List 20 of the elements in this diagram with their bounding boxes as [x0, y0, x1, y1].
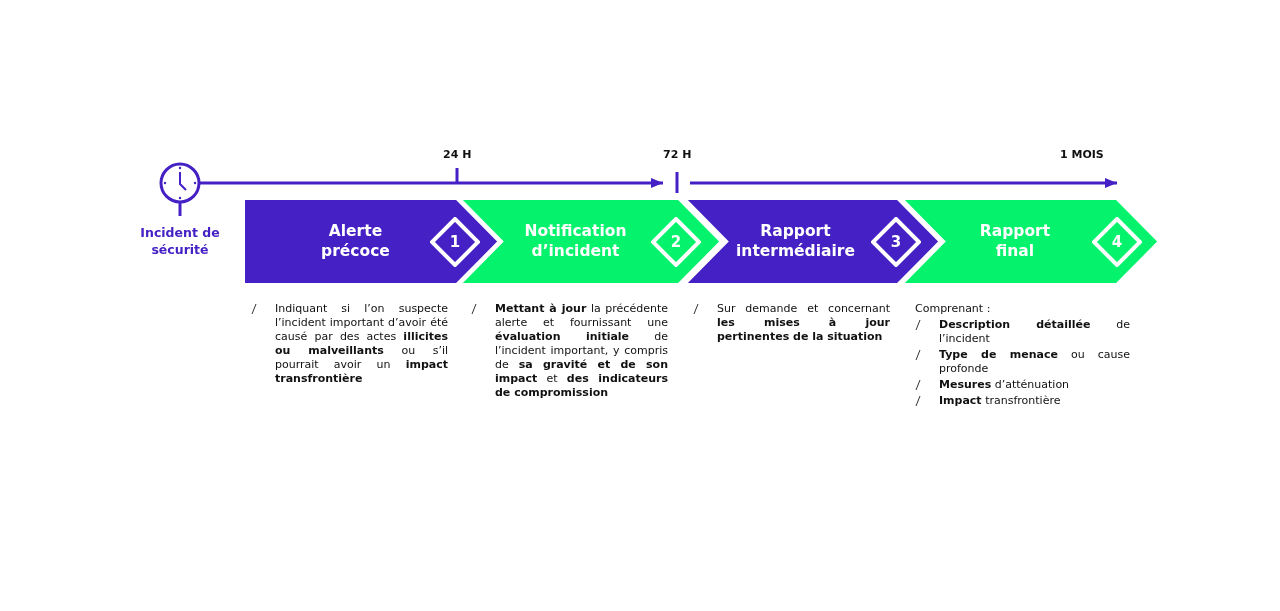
description-text: Mesures d’atténuation [939, 378, 1071, 392]
event-caption: Incident de sécurité [139, 224, 221, 258]
step-number: 3 [889, 232, 903, 251]
step-number: 4 [1110, 232, 1124, 251]
description-text: Comprenant : [915, 302, 992, 316]
step-title: Rapport intermédiaire [735, 221, 856, 261]
step-number: 2 [669, 232, 683, 251]
step-number: 1 [448, 232, 462, 251]
time-marker-label: 24 H [443, 148, 472, 161]
description-text: Indiquant si l’on suspecte l’incident important d’avoir été causé par des actes illicites ou malveillants ou s’il pourrait avoir un impact transfrontière [275, 302, 448, 386]
step-title: Alerte précoce [320, 221, 391, 261]
description-text: Mettant à jour la précédente alerte et fournissant une évaluation initiale de l’incident important, y compris de sa gravité et de son impact et des indicateurs de compromission [495, 302, 668, 400]
timeline-arrow [200, 178, 663, 188]
step-title: Notification d’incident [523, 221, 628, 261]
timeline-arrow [690, 178, 1117, 188]
time-marker-label: 72 H [663, 148, 691, 161]
step-title: Rapport final [978, 221, 1052, 261]
time-marker-label: 1 MOIS [1060, 148, 1104, 161]
description-text: Impact transfrontière [939, 394, 1062, 408]
description-text: Sur demande et concernant les mises à jour pertinentes de la situation [717, 302, 890, 344]
